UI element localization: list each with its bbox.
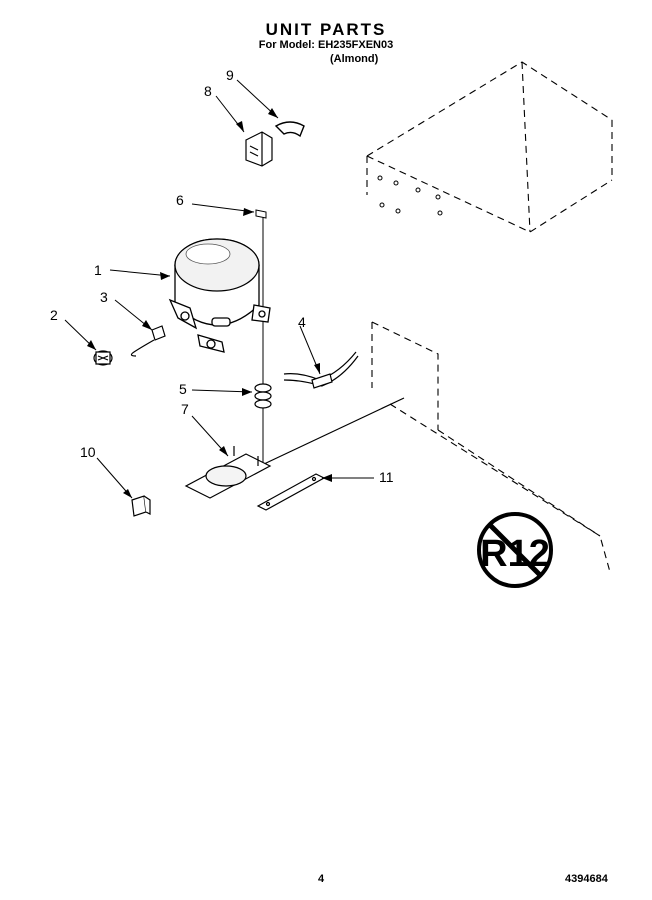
- wire-clip-part: [274, 121, 305, 138]
- callout-7: 7: [181, 401, 189, 417]
- page-number: 4: [318, 873, 325, 885]
- connector-part: [131, 495, 151, 517]
- document-code: 4394684: [565, 873, 608, 885]
- callout-4: 4: [298, 314, 306, 330]
- callout-6: 6: [176, 192, 184, 208]
- cabinet-outline: [366, 61, 613, 573]
- strap-part: [256, 473, 326, 511]
- base-plate-part: [184, 446, 272, 499]
- overload-part: [93, 350, 113, 366]
- callout-labels: 1 2 3 4 5 6 7 8 9 10 11: [50, 67, 394, 485]
- pin-part: [255, 209, 267, 219]
- page-title: UNIT PARTS: [265, 20, 387, 39]
- capillary-tube-part: [283, 351, 359, 389]
- callout-10: 10: [80, 444, 96, 460]
- callout-2: 2: [50, 307, 58, 323]
- callout-1: 1: [94, 262, 102, 278]
- compressor-part: [168, 238, 271, 353]
- grommet-part: [254, 383, 272, 409]
- callout-5: 5: [179, 381, 187, 397]
- r12-label: R12: [480, 533, 550, 575]
- relay-part: [130, 325, 166, 357]
- relay-bracket-part: [245, 131, 273, 167]
- no-r12-refrigerant-icon: R12: [477, 512, 553, 588]
- callout-8: 8: [204, 83, 212, 99]
- cabinet-holes: [377, 175, 443, 216]
- callout-11: 11: [379, 469, 394, 485]
- color-variant: (Almond): [330, 53, 379, 65]
- model-subtitle: For Model: EH235FXEN03: [258, 39, 394, 51]
- callout-9: 9: [226, 67, 234, 83]
- leader-arrowheads: [87, 108, 332, 498]
- callout-3: 3: [100, 289, 108, 305]
- base-rail-line: [263, 397, 405, 465]
